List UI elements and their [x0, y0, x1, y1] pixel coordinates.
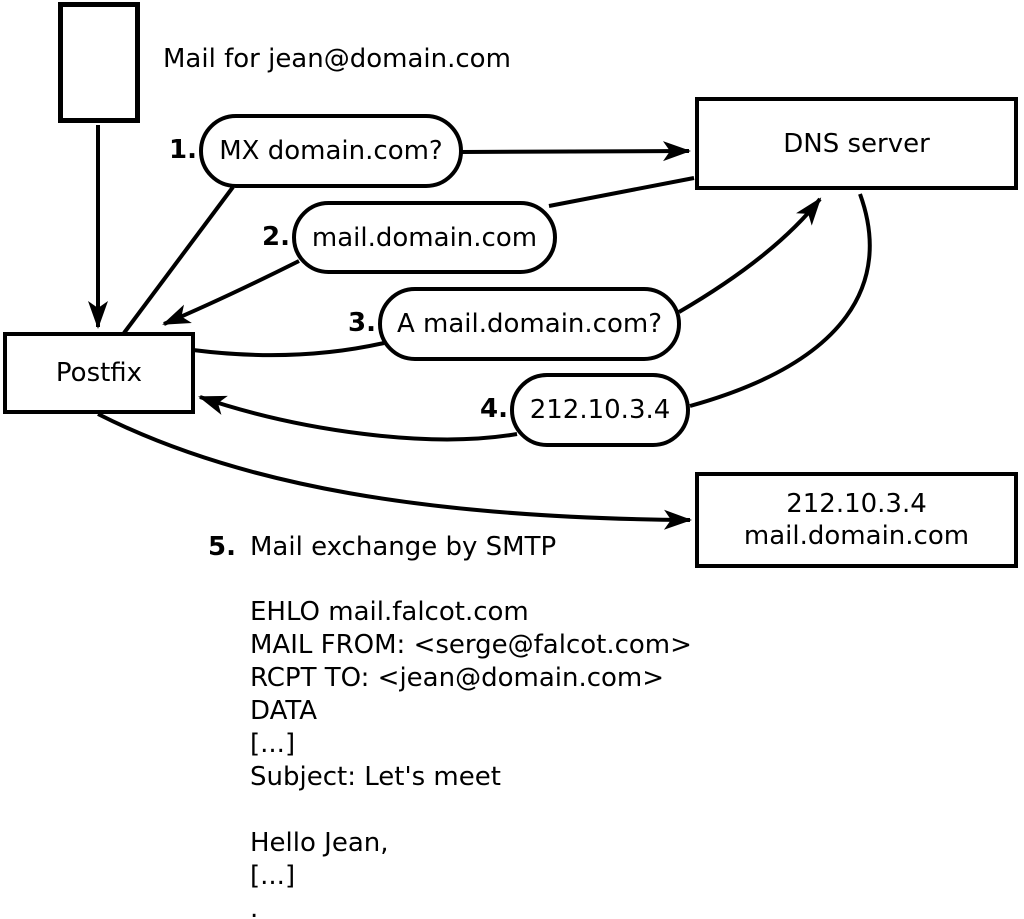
dns-server-label: DNS server	[783, 128, 930, 159]
mail-envelope-icon	[58, 2, 140, 123]
postfix-label: Postfix	[55, 358, 143, 388]
smtp-session-text: EHLO mail.falcot.com MAIL FROM: <serge@f…	[250, 596, 692, 919]
line-postfix-to-step1	[122, 185, 235, 335]
step2-answer-label: mail.domain.com	[311, 222, 538, 253]
arrow-postfix-to-mailserver	[97, 412, 692, 530]
step4-answer-label: 212.10.3.4	[529, 395, 671, 425]
dns-server-node: DNS server	[695, 97, 1018, 190]
smtp-line: Hello Jean,	[250, 828, 389, 858]
smtp-line: RCPT TO: <jean@domain.com>	[250, 663, 665, 693]
smtp-line: [...]	[250, 861, 296, 891]
arrow-step2-to-postfix	[162, 259, 300, 326]
smtp-line: [...]	[250, 729, 296, 759]
line-dns-to-step2	[548, 176, 695, 208]
step3-query-pill: A mail.domain.com?	[378, 287, 681, 361]
line-postfix-to-step3	[192, 341, 385, 358]
postfix-node: Postfix	[3, 332, 195, 414]
step5-number: 5.	[208, 532, 236, 562]
mail-server-ip: 212.10.3.4	[786, 489, 927, 519]
step5-label: Mail exchange by SMTP	[250, 532, 557, 562]
smtp-line-end-dot: .	[250, 894, 259, 919]
step4-answer-pill: 212.10.3.4	[510, 373, 690, 447]
mail-server-hostname: mail.domain.com	[743, 521, 970, 551]
arrow-step3-to-dns	[677, 197, 822, 314]
arrow-step1-to-dns	[459, 141, 691, 162]
step4-number: 4.	[480, 394, 508, 424]
step2-answer-pill: mail.domain.com	[292, 201, 557, 274]
smtp-line: DATA	[250, 696, 317, 726]
mail-for-label: Mail for jean@domain.com	[163, 44, 511, 74]
step3-query-label: A mail.domain.com?	[397, 309, 662, 339]
arrow-step4-to-postfix	[198, 395, 518, 442]
mail-server-label: 212.10.3.4 mail.domain.com	[744, 488, 969, 552]
step3-number: 3.	[348, 308, 376, 338]
smtp-line: MAIL FROM: <serge@falcot.com>	[250, 630, 692, 660]
step2-number: 2.	[262, 222, 290, 252]
step1-query-pill: MX domain.com?	[199, 114, 463, 188]
line-dns-to-step4	[689, 193, 872, 408]
smtp-line-blank	[250, 794, 692, 827]
mail-server-node: 212.10.3.4 mail.domain.com	[695, 472, 1018, 568]
smtp-line: EHLO mail.falcot.com	[250, 597, 529, 627]
step1-query-label: MX domain.com?	[219, 136, 443, 166]
step1-number: 1.	[169, 135, 197, 165]
smtp-line: Subject: Let's meet	[250, 762, 501, 792]
